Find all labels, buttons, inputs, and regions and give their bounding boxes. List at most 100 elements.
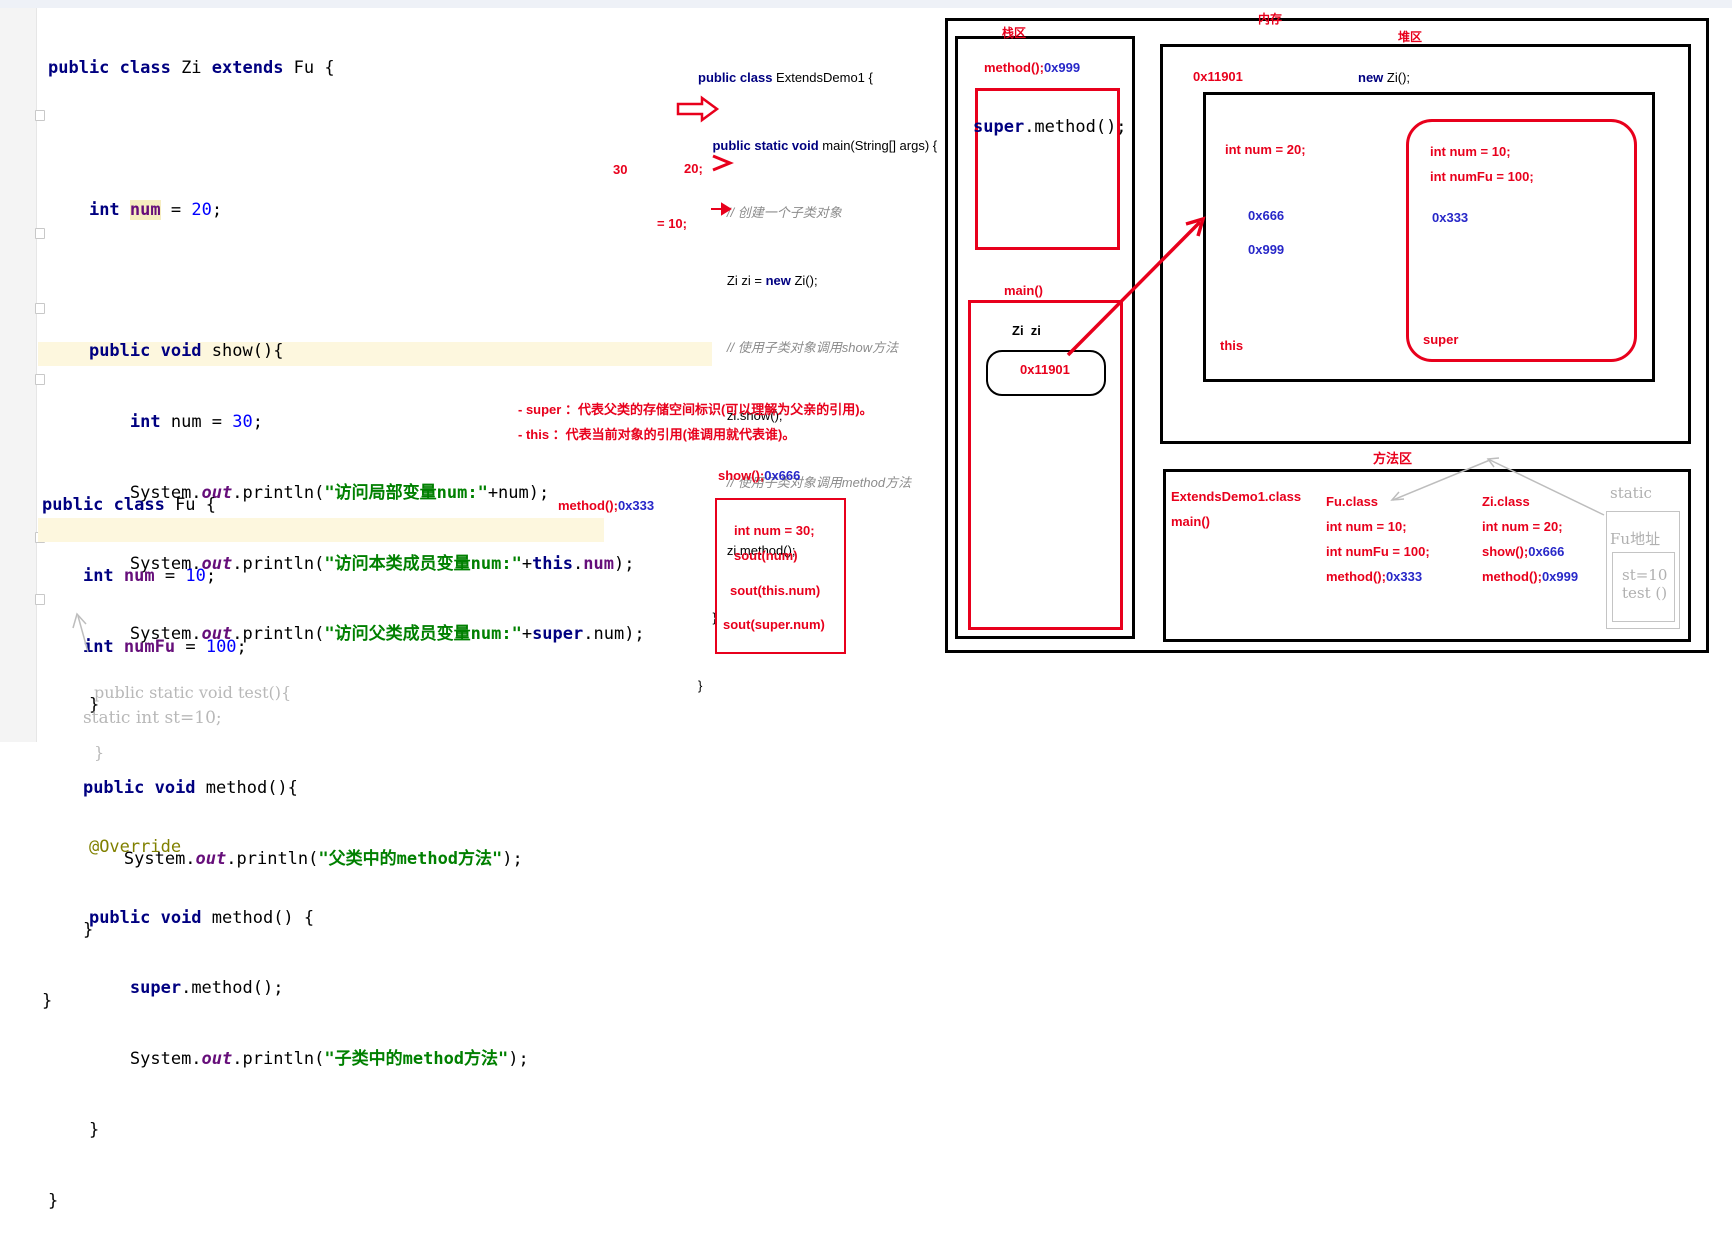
code-line-fu-field-num: int num = 10; bbox=[82, 565, 217, 586]
this-method-999: 0x999 bbox=[1248, 242, 1285, 257]
code-line-local-var: int num = 30; bbox=[129, 412, 263, 433]
gray-arrow-fu-static bbox=[77, 615, 89, 653]
code-line-fu-header: public class Fu { bbox=[42, 495, 217, 516]
fu-class-numfu: int numFu = 100; bbox=[1326, 544, 1430, 559]
ma-main: main() bbox=[1171, 514, 1210, 529]
stack-title: 栈区 bbox=[1002, 26, 1027, 40]
code-line-fu-static-field: static int st=10; bbox=[82, 707, 222, 728]
fu-static-box bbox=[1612, 552, 1675, 622]
note-value-30: 30 bbox=[613, 162, 628, 177]
fu-class-method: method();0x333 bbox=[1326, 569, 1423, 584]
heap-area bbox=[1160, 44, 1691, 444]
fold-marker-show[interactable] bbox=[35, 110, 45, 121]
static-area-box bbox=[1606, 511, 1680, 629]
main-frame-label: main() bbox=[1004, 283, 1043, 298]
code-line-fu-class-close: } bbox=[42, 990, 53, 1011]
arrow-method-call bbox=[711, 202, 732, 216]
zi-reference-oval bbox=[986, 350, 1106, 396]
frame-sout-super: sout(super.num) bbox=[723, 617, 825, 632]
note-this-description: - this ：代表当前对象的引用(谁调用就代表谁)。 bbox=[518, 427, 796, 442]
this-field-num: int num = 20; bbox=[1225, 142, 1306, 157]
chevron-show bbox=[712, 154, 734, 172]
fu-class-label: Fu.class bbox=[1326, 494, 1379, 509]
static-title: static bbox=[1610, 484, 1652, 502]
fold-marker-fu-method-end[interactable] bbox=[35, 594, 45, 605]
static-line-highlight bbox=[38, 518, 604, 542]
code-line-show-signature: public void show(){ bbox=[88, 341, 284, 362]
code-line-fu-field-numfu: int numFu = 100; bbox=[82, 636, 247, 657]
frame-sout-this: sout(this.num) bbox=[730, 583, 821, 598]
stack-area bbox=[955, 36, 1135, 639]
fold-marker-method[interactable] bbox=[35, 303, 45, 314]
demo-comment-show: // 使用子类对象调用show方法 bbox=[726, 340, 899, 355]
frame-local-num: int num = 30; bbox=[734, 523, 815, 538]
stack-method-label: method();0x999 bbox=[984, 60, 1081, 75]
heap-object-address: 0x11901 bbox=[1193, 69, 1243, 84]
note-fu-method-address: method();0x333 bbox=[558, 498, 655, 513]
main-frame-box bbox=[968, 300, 1123, 630]
super-field-numfu: int numFu = 100; bbox=[1430, 169, 1534, 184]
zi-class-num: int num = 20; bbox=[1482, 519, 1563, 534]
code-line-zi-header: public class Zi extends Fu { bbox=[48, 58, 335, 79]
demo-method-call: zi.method(); bbox=[726, 542, 796, 558]
annotation-arrows bbox=[72, 95, 1605, 653]
code-line-show-close: } bbox=[88, 695, 100, 716]
note-value-20: 20; bbox=[684, 161, 703, 176]
zi-class-method: method();0x999 bbox=[1482, 569, 1579, 584]
super-region-box bbox=[1406, 119, 1637, 362]
note-super-description: - super ：代表父类的存储空间标识(可以理解为父亲的引用)。 bbox=[518, 402, 873, 417]
demo-show-call: zi.show(); bbox=[726, 407, 783, 423]
extends-demo-code[interactable]: public class ExtendsDemo1 { public stati… bbox=[698, 22, 937, 720]
note-value-10: = 10; bbox=[657, 216, 687, 231]
editor-top-strip bbox=[0, 0, 1732, 8]
code-line-fu-println: System.out.println("父类中的method方法"); bbox=[123, 849, 523, 870]
zi-class-label: Zi.class bbox=[1482, 494, 1530, 509]
demo-close-main: } bbox=[712, 610, 717, 625]
code-line-zi-field: int num = 20; bbox=[88, 199, 223, 220]
demo-main-line: public static void main(String[] args) { bbox=[712, 137, 938, 153]
memory-box bbox=[945, 18, 1709, 653]
gray-arrow-static-1 bbox=[1489, 459, 1605, 516]
code-line-println-this: System.out.println("访问本类成员变量num:"+this.n… bbox=[129, 553, 635, 574]
this-label: this bbox=[1220, 338, 1244, 353]
static-test-method: test () bbox=[1622, 584, 1668, 602]
method-area-title: 方法区 bbox=[1373, 451, 1413, 466]
zi-variable-label: Zi zi bbox=[1012, 323, 1041, 338]
code-line-println-method: System.out.println("子类中的method方法"); bbox=[129, 1049, 529, 1070]
demo-comment-method: // 使用子类对象调用method方法 bbox=[726, 475, 912, 490]
fu-address-label: Fu地址 bbox=[1610, 530, 1661, 548]
fold-marker-method-end[interactable] bbox=[35, 374, 45, 385]
zi-object-box bbox=[1203, 92, 1655, 382]
demo-comment-create: // 创建一个子类对象 bbox=[726, 205, 842, 220]
frame-sout-num: sout(num) bbox=[734, 548, 798, 563]
heap-new-zi: new Zi(); bbox=[1358, 70, 1411, 85]
current-line-highlight bbox=[38, 342, 712, 366]
code-line-println-local: System.out.println("访问局部变量num:"+num); bbox=[129, 482, 550, 503]
stack-super-call: super.method(); bbox=[973, 117, 1127, 137]
hollow-arrow-new-zi bbox=[676, 95, 720, 123]
note-show-address: show();0x666 bbox=[718, 468, 801, 483]
fold-marker-show-end[interactable] bbox=[35, 228, 45, 239]
fu-static-method-faded: public static void test(){ } bbox=[94, 683, 292, 762]
this-method-666: 0x666 bbox=[1248, 208, 1285, 223]
show-frame-box bbox=[715, 498, 846, 654]
zi-class-show: show();0x666 bbox=[1482, 544, 1565, 559]
demo-class-line: public class ExtendsDemo1 { bbox=[698, 70, 873, 85]
code-line-fu-method-close: } bbox=[82, 919, 94, 940]
reference-arrow-line bbox=[1066, 220, 1202, 357]
super-method-333: 0x333 bbox=[1432, 210, 1469, 225]
demo-new-zi: Zi zi = new Zi(); bbox=[726, 272, 818, 288]
super-field-num: int num = 10; bbox=[1430, 144, 1511, 159]
demo-close-class: } bbox=[698, 677, 703, 693]
ma-demo-class: ExtendsDemo1.class bbox=[1171, 489, 1302, 504]
code-line-method-close: } bbox=[88, 1119, 100, 1140]
memory-title: 内存 bbox=[1258, 12, 1283, 26]
method-area bbox=[1163, 469, 1691, 642]
stack-method-frame bbox=[975, 88, 1120, 250]
heap-title: 堆区 bbox=[1398, 30, 1423, 44]
fu-class-num: int num = 10; bbox=[1326, 519, 1407, 534]
reference-arrow-head bbox=[1185, 216, 1206, 237]
static-st-value: st=10 bbox=[1622, 566, 1668, 584]
gray-arrow-static-2 bbox=[1392, 459, 1491, 501]
code-line-println-super: System.out.println("访问父类成员变量num:"+super.… bbox=[129, 624, 645, 645]
